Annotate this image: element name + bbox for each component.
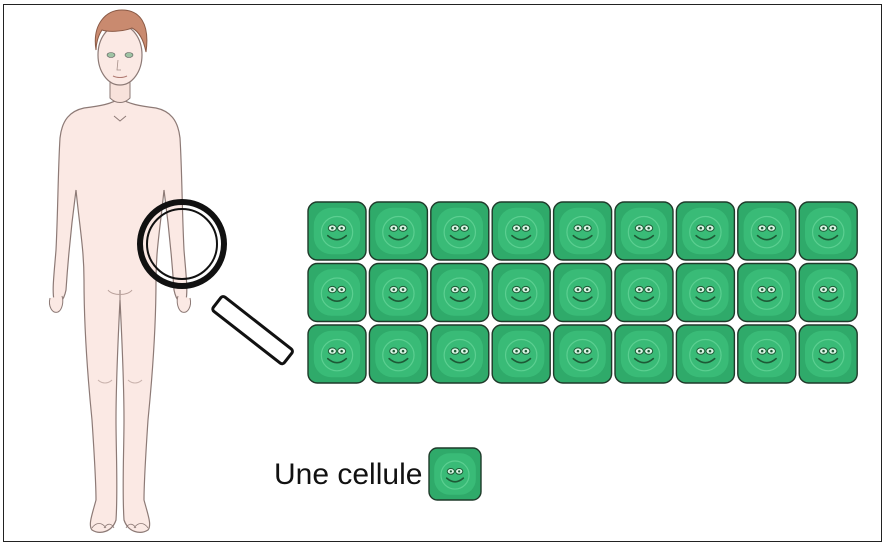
magnifying-glass-icon <box>137 199 294 366</box>
cell <box>307 324 367 384</box>
cell <box>368 324 429 384</box>
cell <box>428 447 483 501</box>
cell <box>798 324 858 384</box>
body-silhouette <box>49 77 191 533</box>
cell <box>307 262 367 323</box>
cell <box>675 262 736 323</box>
cell <box>552 262 613 323</box>
cell-legend: Une cellule <box>274 447 485 501</box>
cell <box>491 201 551 261</box>
cell <box>307 201 367 261</box>
cell <box>430 201 490 261</box>
cell <box>368 201 429 261</box>
cell <box>614 324 674 384</box>
cell <box>737 201 797 261</box>
cell <box>798 201 858 261</box>
single-cell-icon <box>428 447 483 501</box>
cell <box>368 262 429 323</box>
cell-label: Une cellule <box>274 458 423 491</box>
hair <box>94 9 148 53</box>
cell <box>614 262 674 323</box>
cell <box>737 262 797 323</box>
cell <box>798 262 858 323</box>
cell <box>430 324 490 384</box>
diagram-frame <box>3 4 882 542</box>
cell <box>675 324 736 384</box>
cell <box>491 324 551 384</box>
cell <box>737 324 797 384</box>
head <box>94 9 148 86</box>
cell <box>552 201 613 261</box>
cell <box>552 324 613 384</box>
cell <box>675 201 736 261</box>
cell <box>491 262 551 323</box>
cell <box>614 201 674 261</box>
cell <box>430 262 490 323</box>
